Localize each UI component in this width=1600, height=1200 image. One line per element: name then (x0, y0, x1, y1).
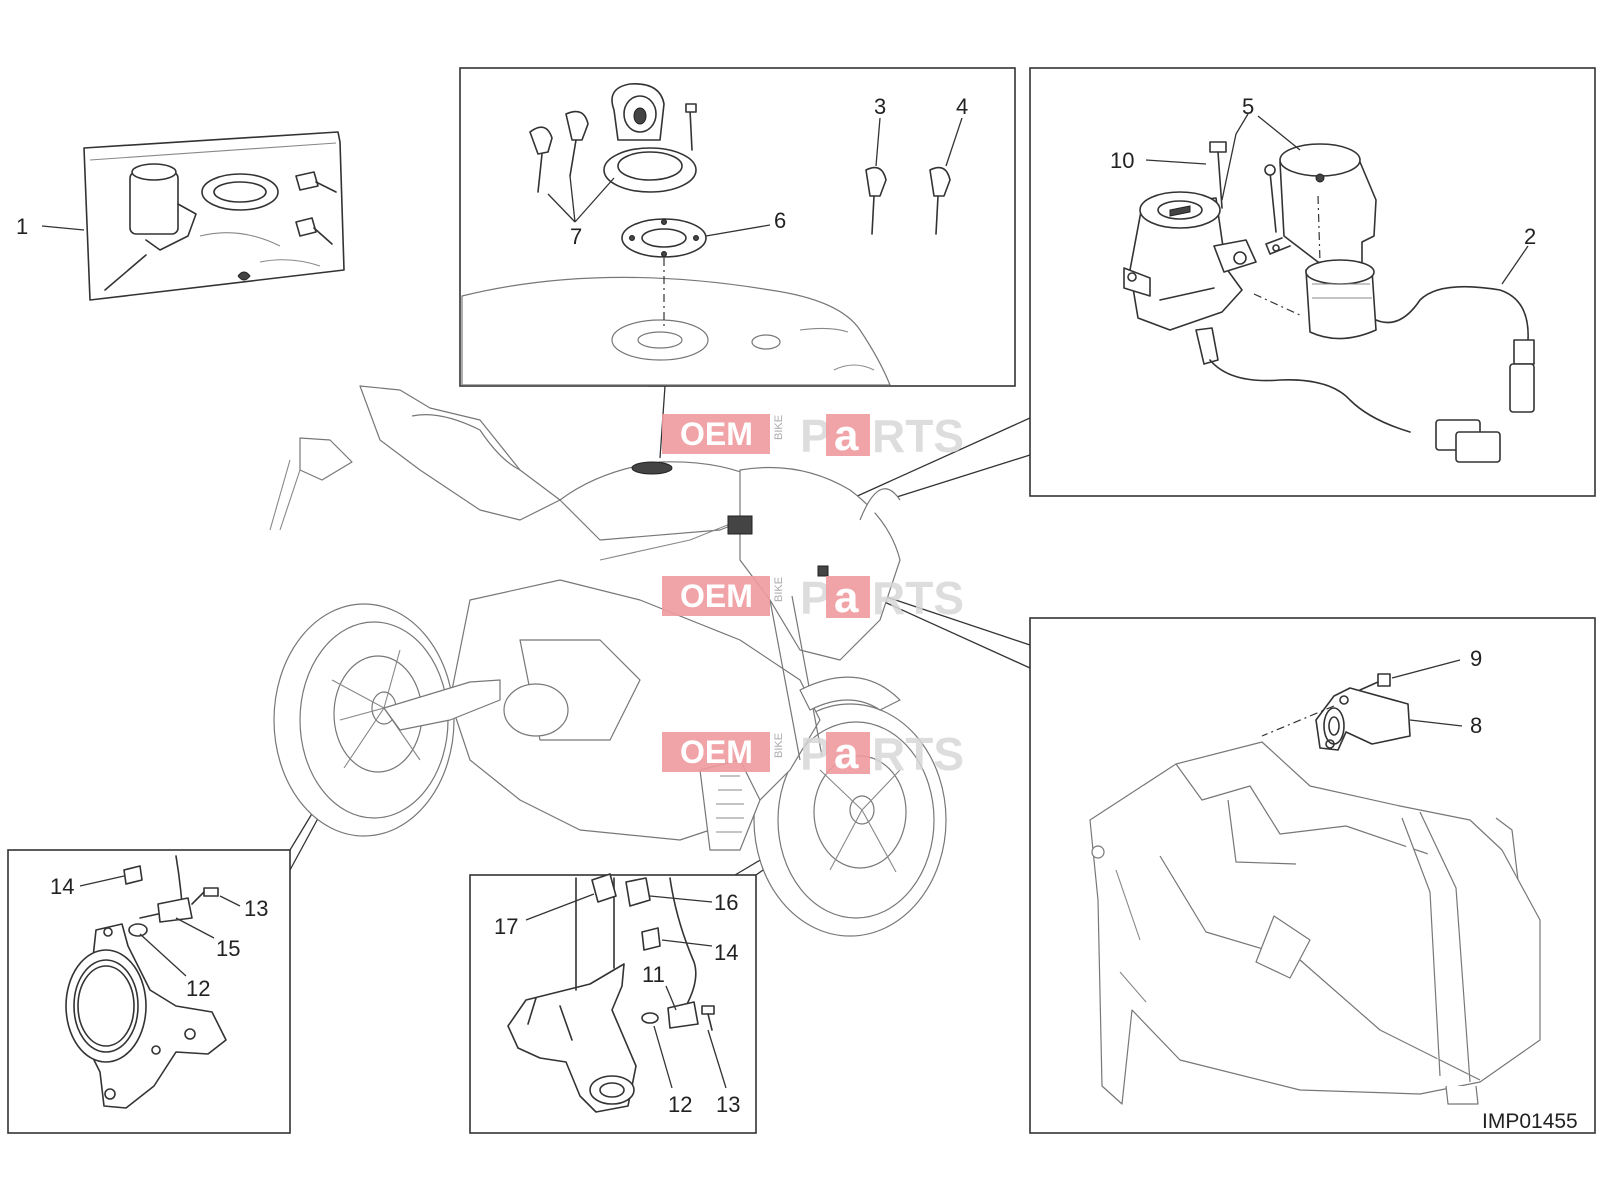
lock-kit-card (83, 131, 345, 301)
ignition-switch-panel (1029, 67, 1596, 497)
callout-14b: 14 (714, 940, 738, 965)
fuel-cap-gasket (621, 218, 707, 258)
watermark-2: OEM BIKE P a RTS (662, 572, 964, 624)
callout-15: 15 (216, 936, 240, 961)
callout-16: 16 (714, 890, 738, 915)
screws-5-10 (1209, 141, 1277, 233)
front-abs-sensor-panel (469, 874, 757, 1134)
callout-10: 10 (1110, 148, 1134, 173)
callout-8: 8 (1470, 713, 1482, 738)
switch-cover (1265, 143, 1377, 271)
callout-6: 6 (774, 208, 786, 233)
callout-7: 7 (570, 224, 582, 249)
connectors (1435, 339, 1535, 463)
callout-5: 5 (1242, 94, 1254, 119)
svg-text:BIKE: BIKE (773, 415, 785, 440)
callout-1: 1 (16, 214, 28, 239)
callout-14a: 14 (50, 874, 74, 899)
ignition-switch (1123, 191, 1411, 433)
front-abs-sensor (591, 873, 715, 1031)
diagram-code: IMP01455 (1482, 1110, 1578, 1133)
svg-text:P: P (800, 572, 831, 624)
rear-abs-sensor (123, 855, 219, 937)
svg-text:a: a (834, 729, 859, 778)
immobilizer-antenna (1315, 687, 1411, 751)
callout-12b: 12 (668, 1092, 692, 1117)
watermark-3: OEM BIKE P a RTS (662, 728, 964, 780)
fuel-cap-panel (459, 67, 1016, 387)
rear-abs-sensor-panel (7, 849, 291, 1134)
switch-panel-leaders (1145, 113, 1529, 285)
svg-text:BIKE: BIKE (773, 733, 785, 758)
keys-7 (529, 110, 589, 193)
svg-text:OEM: OEM (680, 578, 753, 614)
rear-panel-leaders (79, 875, 241, 977)
callout-17: 17 (494, 914, 518, 939)
callout-9: 9 (1470, 646, 1482, 671)
callout-4: 4 (956, 94, 968, 119)
svg-text:BIKE: BIKE (773, 577, 785, 602)
callout-13b: 13 (716, 1092, 740, 1117)
watermark-1: OEM BIKE P a RTS (662, 410, 964, 462)
callout-2: 2 (1524, 224, 1536, 249)
callout-3: 3 (874, 94, 886, 119)
fuel-tank-outline (461, 276, 891, 386)
immobilizer-panel (1029, 617, 1596, 1134)
screw-9 (1359, 673, 1391, 691)
rear-sensor-bracket (65, 923, 227, 1109)
svg-text:a: a (834, 573, 859, 622)
airbox-cover (1089, 741, 1541, 1105)
svg-text:RTS: RTS (872, 410, 964, 462)
svg-text:RTS: RTS (872, 728, 964, 780)
fuel-panel-leaders (547, 117, 963, 237)
callout-12a: 12 (186, 976, 210, 1001)
key-3 (865, 166, 887, 235)
callout-11: 11 (642, 962, 665, 987)
motorcycle-outline (269, 385, 947, 937)
svg-text:OEM: OEM (680, 734, 753, 770)
front-panel-leaders (525, 893, 727, 1089)
callout-13a: 13 (244, 896, 268, 921)
svg-text:P: P (800, 410, 831, 462)
switch-ring (1305, 259, 1529, 341)
svg-text:P: P (800, 728, 831, 780)
fuel-cap (603, 83, 697, 193)
svg-text:a: a (834, 411, 859, 460)
svg-text:RTS: RTS (872, 572, 964, 624)
key-4 (929, 166, 951, 235)
front-fork-foot (507, 877, 637, 1113)
svg-text:OEM: OEM (680, 416, 753, 452)
